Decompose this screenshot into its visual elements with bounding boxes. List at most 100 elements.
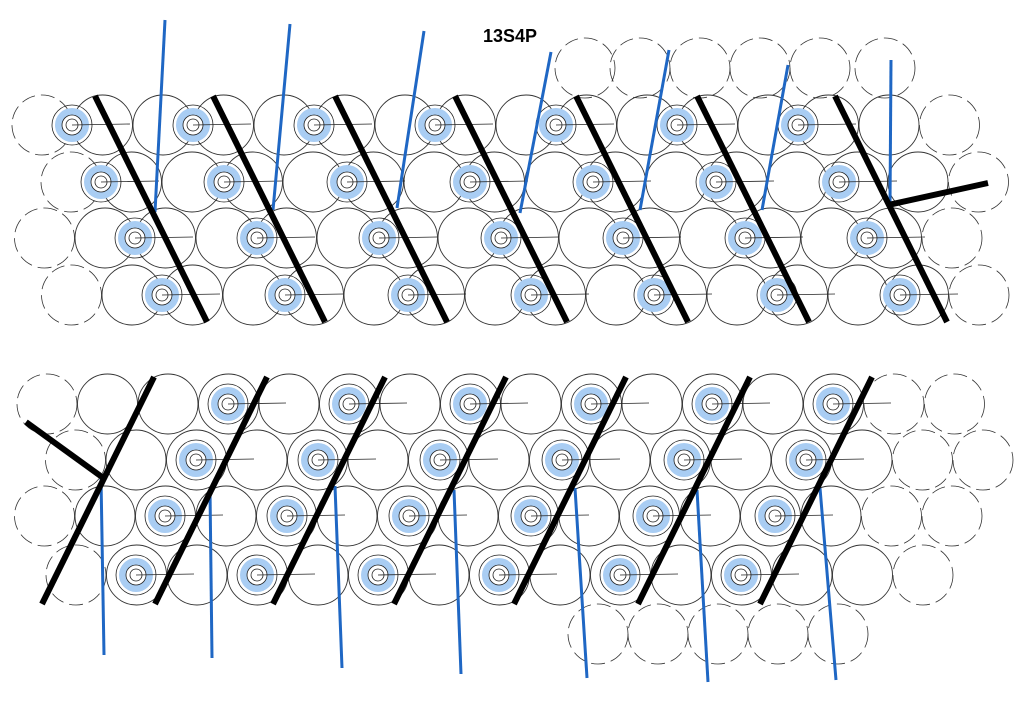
cell-tab-line (711, 402, 771, 405)
battery-cell-icon (570, 383, 650, 425)
sense-wire (573, 487, 589, 679)
battery-cell-icon (691, 383, 771, 425)
bus-bar (332, 94, 450, 324)
cell-tab-line (619, 573, 679, 576)
bus-bar (832, 94, 950, 324)
battery-cell-icon (656, 104, 736, 146)
battery-cell-icon (599, 554, 679, 596)
sense-wires-layer (99, 19, 893, 683)
battery-cell-icon (632, 495, 712, 537)
cell-tab-line (683, 458, 743, 461)
empty-cell-outline (554, 37, 616, 99)
sense-wire (99, 477, 106, 656)
battery-cell-icon (293, 104, 373, 146)
empty-cell-outline (287, 429, 348, 491)
empty-cell-outline (669, 37, 731, 99)
empty-cell-outline (789, 37, 851, 99)
battery-cell-icon (480, 217, 560, 259)
battery-cell-icon (80, 161, 160, 203)
empty-cell-outline (567, 603, 629, 665)
battery-cell-icon (449, 383, 529, 425)
empty-cell-outline (45, 429, 106, 491)
empty-cell-outline (948, 264, 1010, 326)
empty-cell-outline (137, 373, 199, 435)
battery-cell-icon (297, 439, 377, 481)
empty-cell-outline (854, 37, 916, 99)
battery-cell-icon (236, 554, 316, 596)
title-text: 13S4P (482, 26, 538, 46)
battery-cell-icon (510, 495, 590, 537)
battery-cell-icon (572, 161, 652, 203)
battery-cell-icon (510, 274, 590, 316)
bus-bar (152, 375, 270, 606)
cell-tab-line (469, 402, 529, 405)
empty-cell-outline (924, 373, 985, 435)
empty-cell-outline (861, 485, 922, 547)
bus-bar (391, 375, 509, 606)
empty-cell-outline (645, 151, 707, 213)
empty-cell-outline (561, 373, 622, 435)
empty-cell-outline (14, 485, 75, 547)
cell-tab-line (439, 458, 499, 461)
empty-cell-outline (682, 373, 743, 435)
empty-cell-outline (706, 264, 768, 326)
cell-tab-line (164, 514, 224, 517)
cell-tab-line (653, 293, 713, 296)
battery-cell-icon (535, 104, 615, 146)
diagram-title: 13S4P (0, 26, 1024, 47)
cell-tab-line (592, 180, 652, 183)
battery-cell-icon (812, 383, 892, 425)
empty-cell-outline (621, 373, 683, 435)
battery-cell-icon (203, 161, 283, 203)
cell-tab-line (407, 293, 467, 296)
empty-cell-outline (440, 373, 501, 435)
battery-cell-icon (414, 104, 494, 146)
battery-cell-icon (207, 383, 287, 425)
bus-bar (635, 375, 753, 606)
bus-bar (887, 180, 989, 208)
cell-tab-line (561, 458, 621, 461)
sense-wire (638, 49, 671, 211)
bus-bar (757, 375, 875, 606)
empty-cell-outline (105, 429, 167, 491)
cell-tab-line (434, 123, 494, 126)
bus-bar (24, 419, 104, 480)
empty-cell-outline (258, 373, 320, 435)
bus-bar (694, 94, 812, 324)
empty-cell-outline (747, 603, 809, 665)
battery-cell-icon (818, 161, 898, 203)
battery-cell-icon (419, 439, 499, 481)
battery-cell-icon (720, 554, 800, 596)
empty-cell-outline (14, 207, 75, 269)
bus-bar (210, 94, 328, 324)
battery-cell-icon (777, 104, 857, 146)
battery-cell-icon (602, 217, 682, 259)
sense-wire (452, 489, 463, 675)
cell-tab-line (348, 402, 408, 405)
sense-wire (818, 487, 838, 681)
battery-cell-icon (141, 274, 221, 316)
empty-cell-outline (408, 429, 469, 491)
cell-tab-line (622, 236, 682, 239)
empty-cell-outline (892, 544, 954, 606)
bus-bar (511, 375, 629, 606)
empty-cell-outline (687, 603, 749, 665)
empty-cell-outline (347, 429, 409, 491)
battery-cell-icon (724, 217, 804, 259)
sense-wire (760, 64, 790, 211)
cell-tab-line (899, 293, 959, 296)
bus-bar (270, 375, 388, 606)
empty-cell-outline (887, 151, 949, 213)
empty-cell-outline (892, 429, 953, 491)
cell-tab-line (135, 573, 195, 576)
empty-cell-outline (827, 264, 889, 326)
battery-cell-icon (478, 554, 558, 596)
cell-tab-line (100, 180, 160, 183)
empty-cell-outline (198, 373, 259, 435)
battery-cell-icon (51, 104, 131, 146)
sense-wire (695, 489, 710, 683)
cell-tab-line (740, 573, 800, 576)
empty-cell-outline (166, 544, 228, 606)
empty-cell-outline (803, 373, 864, 435)
